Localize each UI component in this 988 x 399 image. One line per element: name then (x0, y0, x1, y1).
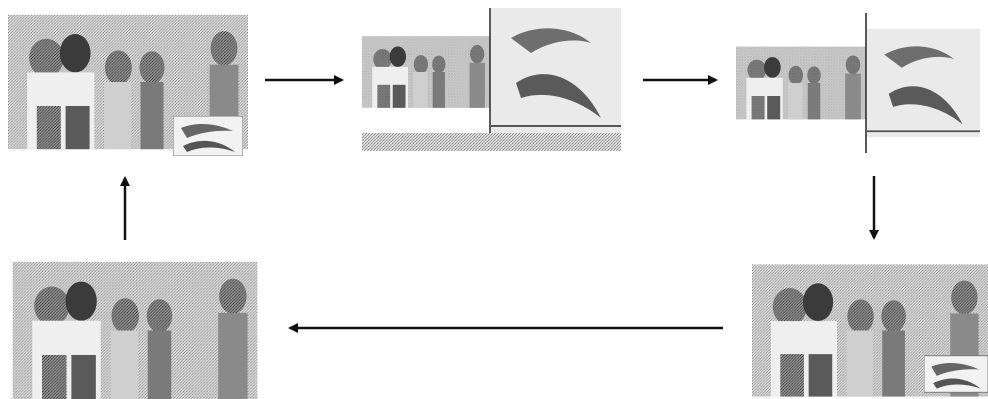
frame-split-people-dolphins-zoomed (736, 13, 980, 153)
frame-split-people-dolphins (362, 8, 621, 151)
